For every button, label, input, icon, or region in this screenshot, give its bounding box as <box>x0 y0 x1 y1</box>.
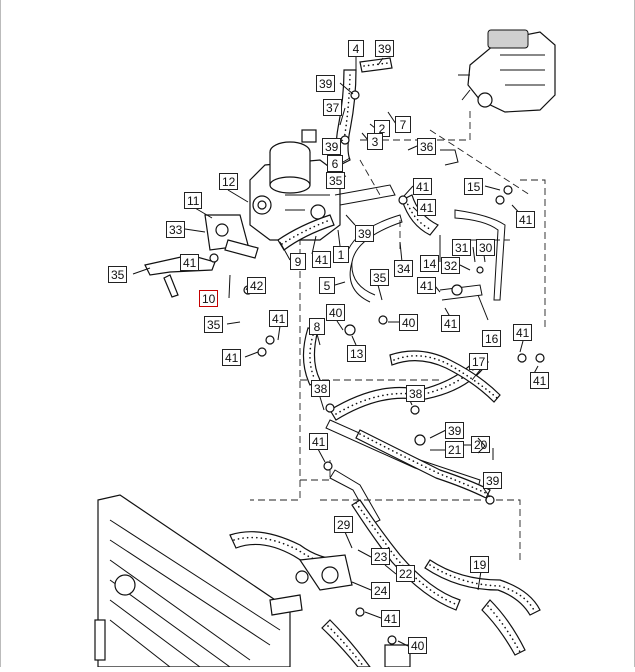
callout-label: 13 <box>347 345 367 362</box>
callout-label: 41 <box>441 315 461 332</box>
callout-label: 32 <box>441 257 461 274</box>
callout-label: 33 <box>166 221 186 238</box>
callout-label-highlighted: 10 <box>199 290 219 307</box>
callout-label: 35 <box>108 266 128 283</box>
callout-label: 21 <box>445 441 465 458</box>
callout-label: 15 <box>464 178 484 195</box>
radiator <box>94 494 303 668</box>
leader-lines <box>132 56 539 647</box>
callout-label: 7 <box>395 116 411 133</box>
callout-label: 12 <box>219 173 239 190</box>
callout-label: 41 <box>269 310 289 327</box>
callout-label: 20 <box>471 436 491 453</box>
callout-label: 39 <box>355 225 375 242</box>
callout-label: 39 <box>322 138 342 155</box>
callout-label: 38 <box>406 385 426 402</box>
callout-label: 35 <box>326 172 346 189</box>
callout-label: 38 <box>311 380 331 397</box>
callout-label: 41 <box>222 349 242 366</box>
callout-label: 31 <box>452 239 472 256</box>
callout-label: 36 <box>417 138 437 155</box>
callout-label: 17 <box>469 353 489 370</box>
callout-label: 41 <box>312 251 332 268</box>
callout-label: 41 <box>309 433 329 450</box>
lower-hose <box>229 531 353 591</box>
callout-label: 5 <box>319 277 335 294</box>
callout-label: 42 <box>247 277 267 294</box>
callout-label: 41 <box>417 277 437 294</box>
callout-label: 41 <box>513 324 533 341</box>
callout-label: 8 <box>309 318 325 335</box>
callout-label: 16 <box>482 330 502 347</box>
callout-label: 41 <box>516 211 536 228</box>
callout-label: 1 <box>333 246 349 263</box>
callout-label: 2 <box>374 120 390 137</box>
callout-label: 35 <box>204 316 224 333</box>
callout-label: 41 <box>180 254 200 271</box>
expansion-tank <box>458 29 556 113</box>
callout-label: 34 <box>394 260 414 277</box>
callout-label: 40 <box>408 637 428 654</box>
callout-label: 39 <box>483 472 503 489</box>
callout-label: 14 <box>420 255 440 272</box>
clamps <box>209 90 545 645</box>
callout-label: 37 <box>323 99 343 116</box>
callout-label: 30 <box>476 239 496 256</box>
callout-label: 41 <box>530 372 550 389</box>
callout-label: 11 <box>184 192 203 209</box>
callout-label: 40 <box>399 314 419 331</box>
callout-label: 6 <box>327 155 343 172</box>
callout-label: 41 <box>381 610 401 627</box>
callout-label: 19 <box>470 556 490 573</box>
callout-label: 23 <box>371 548 391 565</box>
callout-label: 24 <box>371 582 391 599</box>
lower-right-hoses <box>321 599 526 668</box>
callout-label: 29 <box>334 516 354 533</box>
callout-label: 35 <box>370 269 390 286</box>
callout-label: 39 <box>375 40 395 57</box>
callout-label: 4 <box>348 40 364 57</box>
callout-label: 3 <box>367 133 383 150</box>
callout-label: 41 <box>413 178 433 195</box>
callout-label: 22 <box>396 565 416 582</box>
callout-label: 39 <box>445 422 465 439</box>
callout-label: 39 <box>316 75 336 92</box>
callout-label: 40 <box>326 304 346 321</box>
callout-label: 41 <box>417 199 437 216</box>
callout-label: 9 <box>290 253 306 270</box>
